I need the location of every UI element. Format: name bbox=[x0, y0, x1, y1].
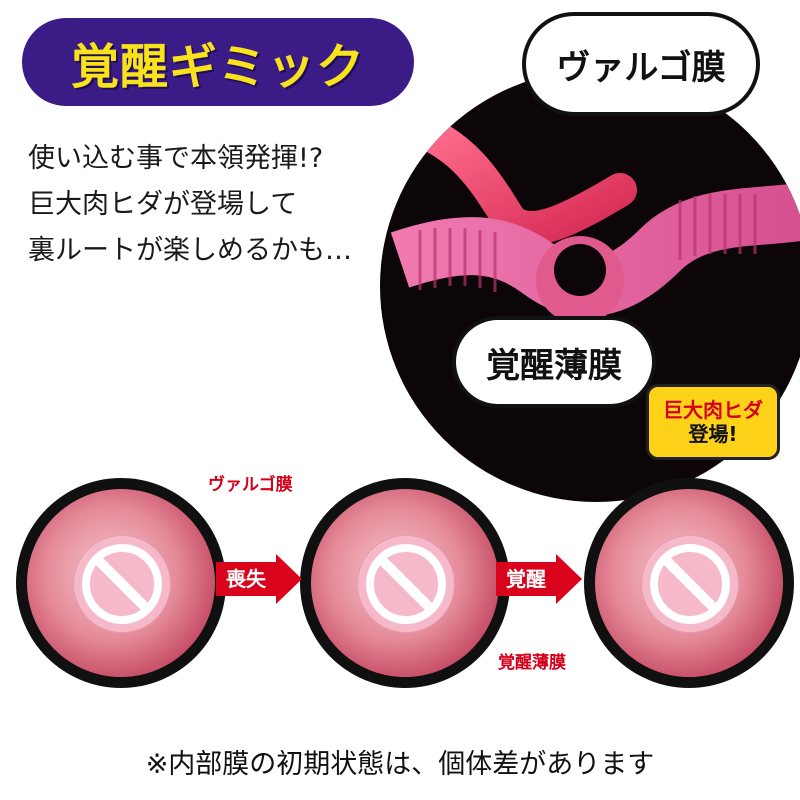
step-ring-awakened bbox=[584, 478, 794, 688]
censor-icon bbox=[357, 535, 455, 633]
callout-line2: 登場! bbox=[688, 422, 738, 446]
arrow-label: 喪失 bbox=[216, 562, 276, 596]
description-line: 巨大肉ヒダが登場して bbox=[28, 189, 298, 220]
label-varugo-membrane: ヴァルゴ膜 bbox=[208, 475, 293, 495]
arrow-label: 覚醒 bbox=[496, 562, 556, 596]
description: 使い込む事で本領発揮!? 巨大肉ヒダが登場して 裏ルートが楽しめるかも… bbox=[28, 136, 388, 274]
bubble-varugo-membrane: ヴァルゴ膜 bbox=[522, 12, 760, 116]
bubble-label: 覚醒薄膜 bbox=[486, 345, 622, 386]
arrow-head-icon bbox=[556, 554, 582, 604]
title: 覚醒ギミック bbox=[70, 39, 365, 95]
step-ring-lost bbox=[300, 478, 510, 688]
step-ring-initial bbox=[16, 478, 226, 688]
censor-icon bbox=[641, 535, 739, 633]
censor-icon bbox=[73, 535, 171, 633]
internal-structure-diagram bbox=[380, 70, 800, 502]
description-line: 使い込む事で本領発揮!? bbox=[28, 143, 324, 174]
footnote: ※内部膜の初期状態は、個体差があります bbox=[145, 749, 655, 780]
ring-photo bbox=[595, 489, 783, 677]
label-awakening-membrane: 覚醒薄膜 bbox=[498, 653, 566, 673]
ring-photo bbox=[311, 489, 499, 677]
arrow-lost: 喪失 bbox=[216, 554, 302, 604]
title-banner: 覚醒ギミック bbox=[22, 18, 414, 106]
tube-illustration bbox=[390, 113, 800, 324]
callout-line1: 巨大肉ヒダ bbox=[663, 398, 763, 422]
bubble-label: ヴァルゴ膜 bbox=[556, 47, 726, 88]
description-line: 裏ルートが楽しめるかも… bbox=[28, 235, 352, 266]
callout-giant-folds: 巨大肉ヒダ 登場! bbox=[646, 384, 780, 460]
arrow-head-icon bbox=[276, 554, 302, 604]
arrow-awakening: 覚醒 bbox=[496, 554, 582, 604]
ring-photo bbox=[27, 489, 215, 677]
bubble-awakening-membrane: 覚醒薄膜 bbox=[452, 316, 656, 408]
